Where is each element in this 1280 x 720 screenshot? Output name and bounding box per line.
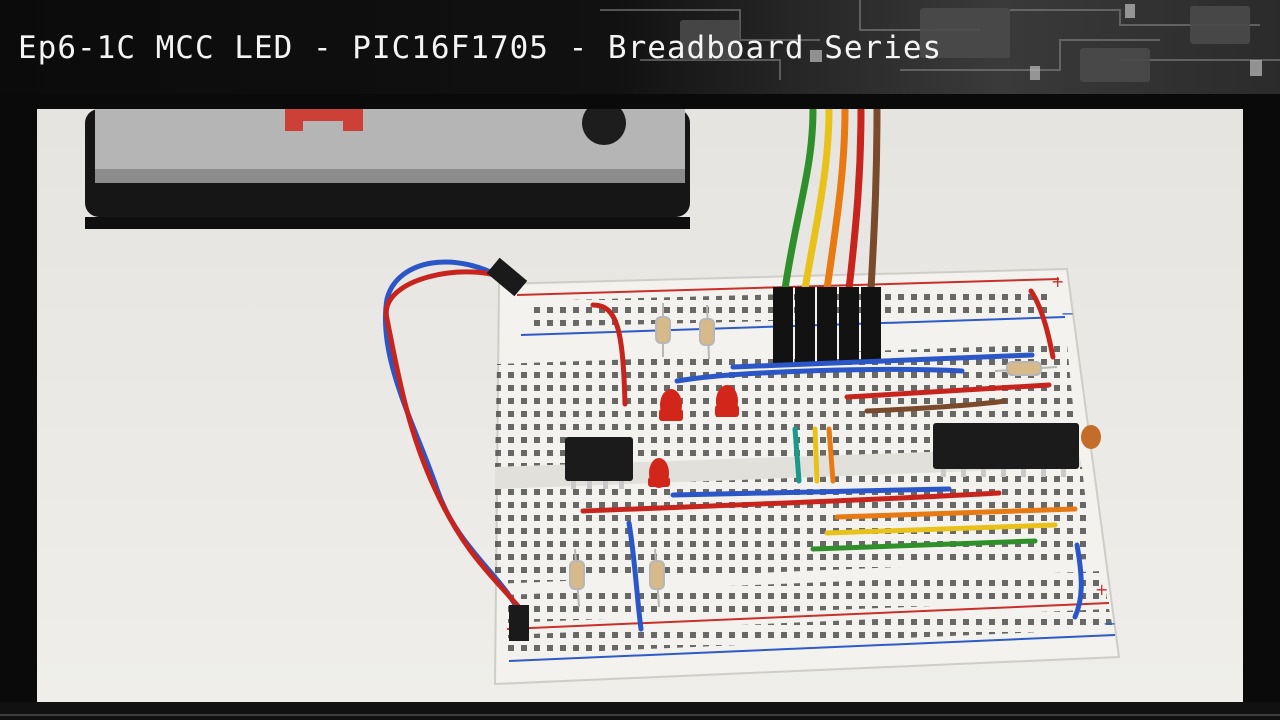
title-banner: Ep6-1C MCC LED - PIC16F1705 - Breadboard… [0,0,1280,94]
svg-text:+: + [1051,272,1064,291]
video-title: Ep6-1C MCC LED - PIC16F1705 - Breadboard… [18,30,943,66]
bottom-border [0,702,1280,720]
ribbon-connector-header [773,287,881,363]
breadboard-photo: + − + − [37,109,1243,702]
pic16f1705-chip [933,423,1079,477]
circuit-board-backdrop [600,0,1280,82]
svg-text:−: − [1061,304,1074,323]
power-wire-connectors [486,257,529,641]
ic-chip-small [565,437,633,489]
jumper-wires [580,288,1084,632]
resistors [569,303,1058,608]
svg-text:−: − [1103,614,1116,633]
ceramic-capacitor [1081,425,1101,449]
programmer-ribbon-cable [781,109,881,293]
red-leds [648,385,739,488]
breadboard-scene: + − + − [37,109,1243,702]
twisted-power-wires [383,259,529,619]
programmer-device [85,109,690,229]
svg-text:+: + [1095,580,1108,599]
